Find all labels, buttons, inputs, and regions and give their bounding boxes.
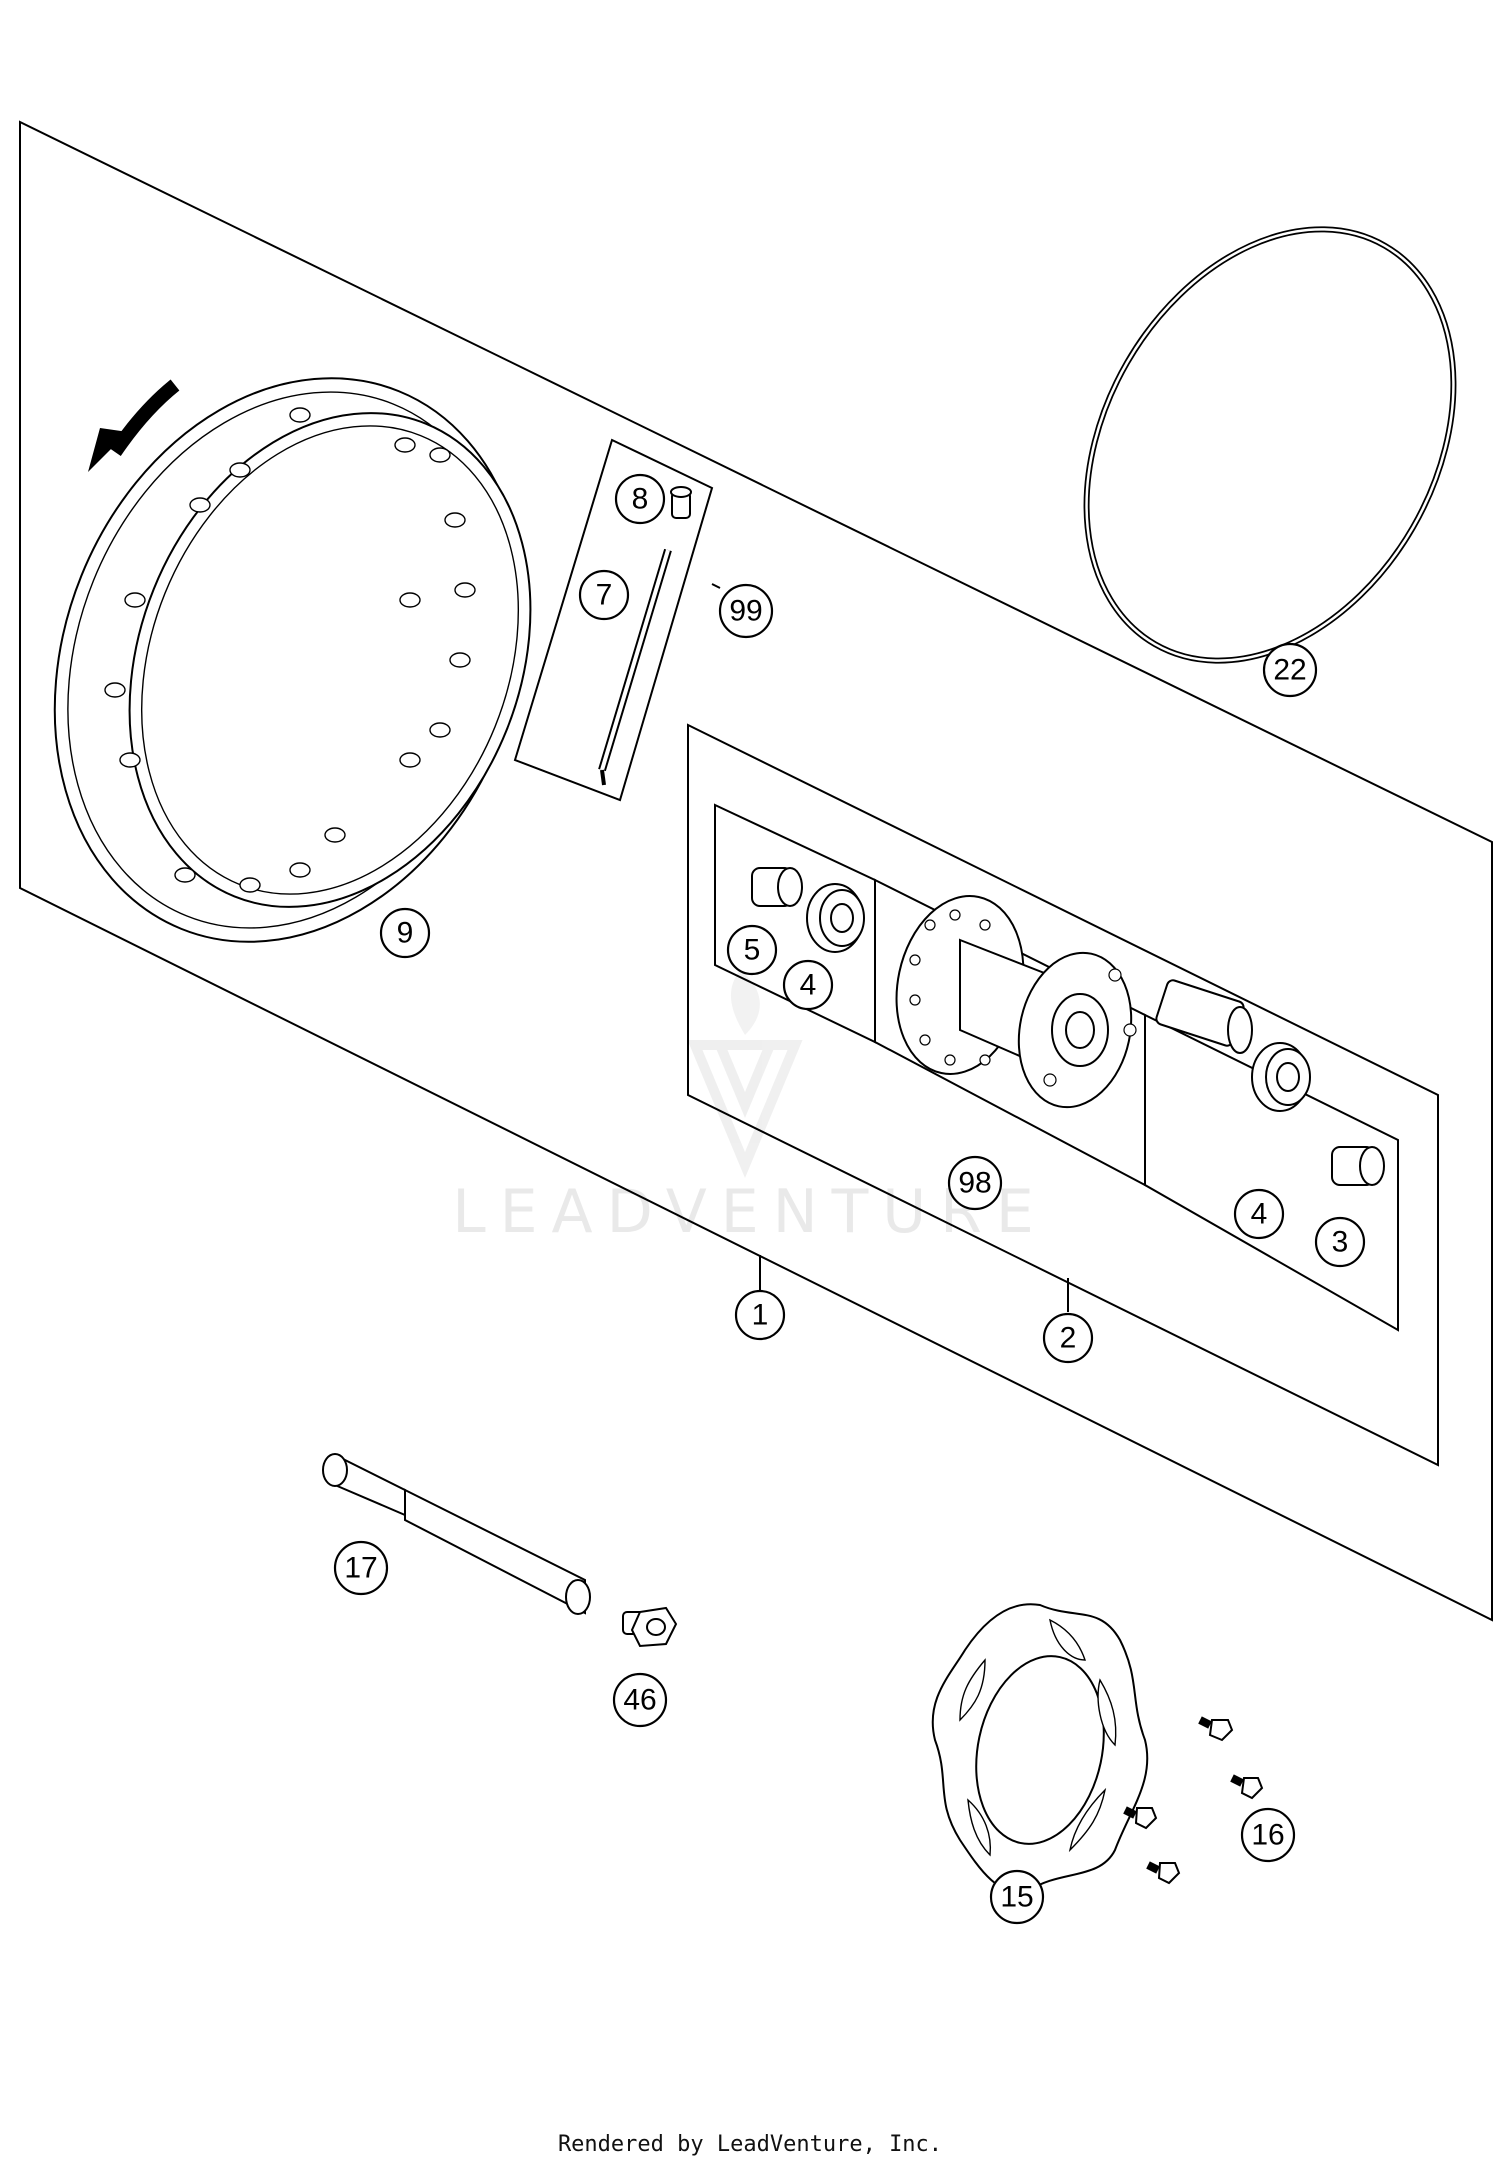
- callout-4-right: 4: [1233, 1188, 1285, 1240]
- bolt-part-1: [1198, 1716, 1234, 1742]
- svg-text:3: 3: [1332, 1226, 1349, 1259]
- watermark-logo: [687, 970, 803, 1178]
- svg-text:7: 7: [596, 579, 613, 612]
- rotation-arrow-icon: [88, 379, 180, 472]
- callout-4-left: 4: [782, 959, 834, 1011]
- bolt-part-2: [1230, 1774, 1264, 1800]
- callout-99: 99: [718, 583, 774, 639]
- wheel-bearing-left-part: [806, 883, 865, 953]
- svg-text:98: 98: [958, 1167, 991, 1200]
- svg-text:22: 22: [1273, 654, 1306, 687]
- subframe-right-bearings: [1144, 1013, 1399, 1332]
- svg-text:2: 2: [1060, 1322, 1077, 1355]
- svg-text:5: 5: [744, 934, 761, 967]
- spoke-nipple-part: [670, 486, 692, 519]
- callout-98: 98: [947, 1155, 1003, 1211]
- callout-5: 5: [726, 924, 778, 976]
- svg-text:4: 4: [1251, 1198, 1268, 1231]
- callout-9: 9: [379, 907, 431, 959]
- rim-tape-part: [1083, 226, 1457, 664]
- callout-7: 7: [578, 569, 630, 621]
- callout-16: 16: [1240, 1807, 1296, 1863]
- collar-nut-part: [622, 1606, 678, 1648]
- callout-1: 1: [734, 1289, 786, 1341]
- callout-2: 2: [1042, 1312, 1094, 1364]
- hub-kit-frame: [687, 723, 1439, 1467]
- callout-3: 3: [1314, 1216, 1366, 1268]
- hub-part: [895, 895, 1137, 1109]
- callout-15: 15: [989, 1869, 1045, 1925]
- svg-text:4: 4: [800, 969, 817, 1002]
- spacer-tube-right-part: [1155, 979, 1253, 1054]
- svg-text:8: 8: [632, 483, 649, 516]
- bolt-part-3: [1123, 1806, 1158, 1830]
- footer-credit: Rendered by LeadVenture, Inc.: [557, 2132, 943, 2157]
- brake-disc-part: [931, 1603, 1149, 1893]
- callout-8: 8: [614, 473, 666, 525]
- svg-text:9: 9: [397, 917, 414, 950]
- svg-text:99: 99: [729, 595, 762, 628]
- callout-46: 46: [612, 1672, 668, 1728]
- wheel-spindle-part: [322, 1453, 591, 1615]
- leader-line-99: [711, 583, 721, 589]
- callout-22: 22: [1262, 642, 1318, 698]
- watermark-text: LEADVENTURE: [452, 1177, 1048, 1247]
- spacer-bushing-right-part: [1331, 1146, 1385, 1186]
- svg-text:16: 16: [1251, 1819, 1284, 1852]
- spoke-part: [598, 548, 672, 786]
- svg-text:46: 46: [623, 1684, 656, 1717]
- svg-text:17: 17: [344, 1552, 377, 1585]
- callout-17: 17: [333, 1540, 389, 1596]
- svg-text:1: 1: [752, 1299, 769, 1332]
- spoke-kit-frame: [513, 438, 714, 802]
- wheel-bearing-right-part: [1251, 1042, 1311, 1112]
- assembly-frame: [19, 120, 1493, 1622]
- svg-text:15: 15: [1000, 1881, 1033, 1914]
- rim-part: [53, 377, 532, 943]
- bolt-part-4: [1146, 1861, 1181, 1885]
- spacer-bushing-left-part: [751, 867, 803, 907]
